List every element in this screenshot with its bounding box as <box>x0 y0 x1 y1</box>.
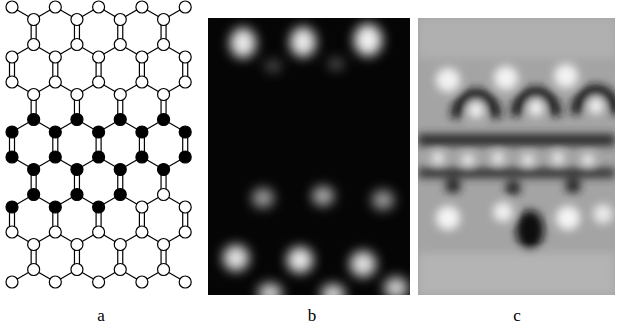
panel-label: a <box>97 307 105 324</box>
atom-circle <box>136 51 148 63</box>
atom-circle <box>93 1 105 13</box>
atom-circle <box>114 89 126 101</box>
atom-circle <box>93 76 105 88</box>
atom-circle <box>71 164 83 176</box>
atom-circle <box>179 126 191 138</box>
atom-circle <box>71 239 83 251</box>
atom-circle <box>158 14 170 26</box>
atom-circle <box>114 39 126 51</box>
atom-circle <box>28 164 40 176</box>
atom-circle <box>158 189 170 201</box>
atom-circle <box>6 226 18 238</box>
atom-circle <box>93 276 105 288</box>
atom-circle <box>28 89 40 101</box>
atom-circle <box>6 151 18 163</box>
atom-circle <box>158 239 170 251</box>
atom-circle <box>6 276 18 288</box>
atom-circle <box>49 1 61 13</box>
atom-circle <box>6 126 18 138</box>
atom-circle <box>114 14 126 26</box>
atom-circle <box>136 226 148 238</box>
atom-circle <box>49 51 61 63</box>
atom-circle <box>158 89 170 101</box>
atom-circle <box>71 89 83 101</box>
atom-circle <box>179 151 191 163</box>
atom-circle <box>158 164 170 176</box>
atom-circle <box>6 51 18 63</box>
panel-label: c <box>513 307 521 324</box>
simulated-image-b <box>208 18 410 295</box>
atom-circle <box>49 126 61 138</box>
atom-circle <box>28 264 40 276</box>
atom-circle <box>114 114 126 126</box>
atom-circle <box>93 51 105 63</box>
atom-circle <box>136 151 148 163</box>
atom-circle <box>179 276 191 288</box>
atom-circle <box>114 264 126 276</box>
atom-circle <box>179 51 191 63</box>
atom-circle <box>28 39 40 51</box>
atom-circle <box>179 201 191 213</box>
atom-circle <box>158 264 170 276</box>
atom-circle <box>6 1 18 13</box>
atom-circle <box>49 276 61 288</box>
atom-circle <box>71 14 83 26</box>
atom-circle <box>136 201 148 213</box>
atom-circle <box>114 189 126 201</box>
atom-circle <box>114 239 126 251</box>
atom-circle <box>6 201 18 213</box>
atom-circle <box>93 226 105 238</box>
atom-circle <box>28 189 40 201</box>
atom-circle <box>158 39 170 51</box>
atom-circle <box>28 14 40 26</box>
atom-circle <box>49 201 61 213</box>
atom-circle <box>136 126 148 138</box>
atom-circle <box>49 226 61 238</box>
atom-circle <box>71 264 83 276</box>
atom-circle <box>136 76 148 88</box>
atom-circle <box>49 76 61 88</box>
atom-circle <box>179 226 191 238</box>
atom-circle <box>28 239 40 251</box>
simulated-image-c <box>418 18 615 295</box>
atom-circle <box>179 1 191 13</box>
atom-circle <box>71 39 83 51</box>
atom-circle <box>93 201 105 213</box>
atom-circle <box>179 76 191 88</box>
honeycomb-lattice <box>6 1 191 288</box>
atom-circle <box>136 276 148 288</box>
atom-circle <box>136 1 148 13</box>
atom-circle <box>93 126 105 138</box>
atom-circle <box>71 189 83 201</box>
atom-circle <box>93 151 105 163</box>
panel-label: b <box>308 307 317 324</box>
atom-circle <box>6 76 18 88</box>
atom-circle <box>49 151 61 163</box>
atom-circle <box>28 114 40 126</box>
atom-circle <box>114 164 126 176</box>
atom-circle <box>158 114 170 126</box>
atom-circle <box>71 114 83 126</box>
